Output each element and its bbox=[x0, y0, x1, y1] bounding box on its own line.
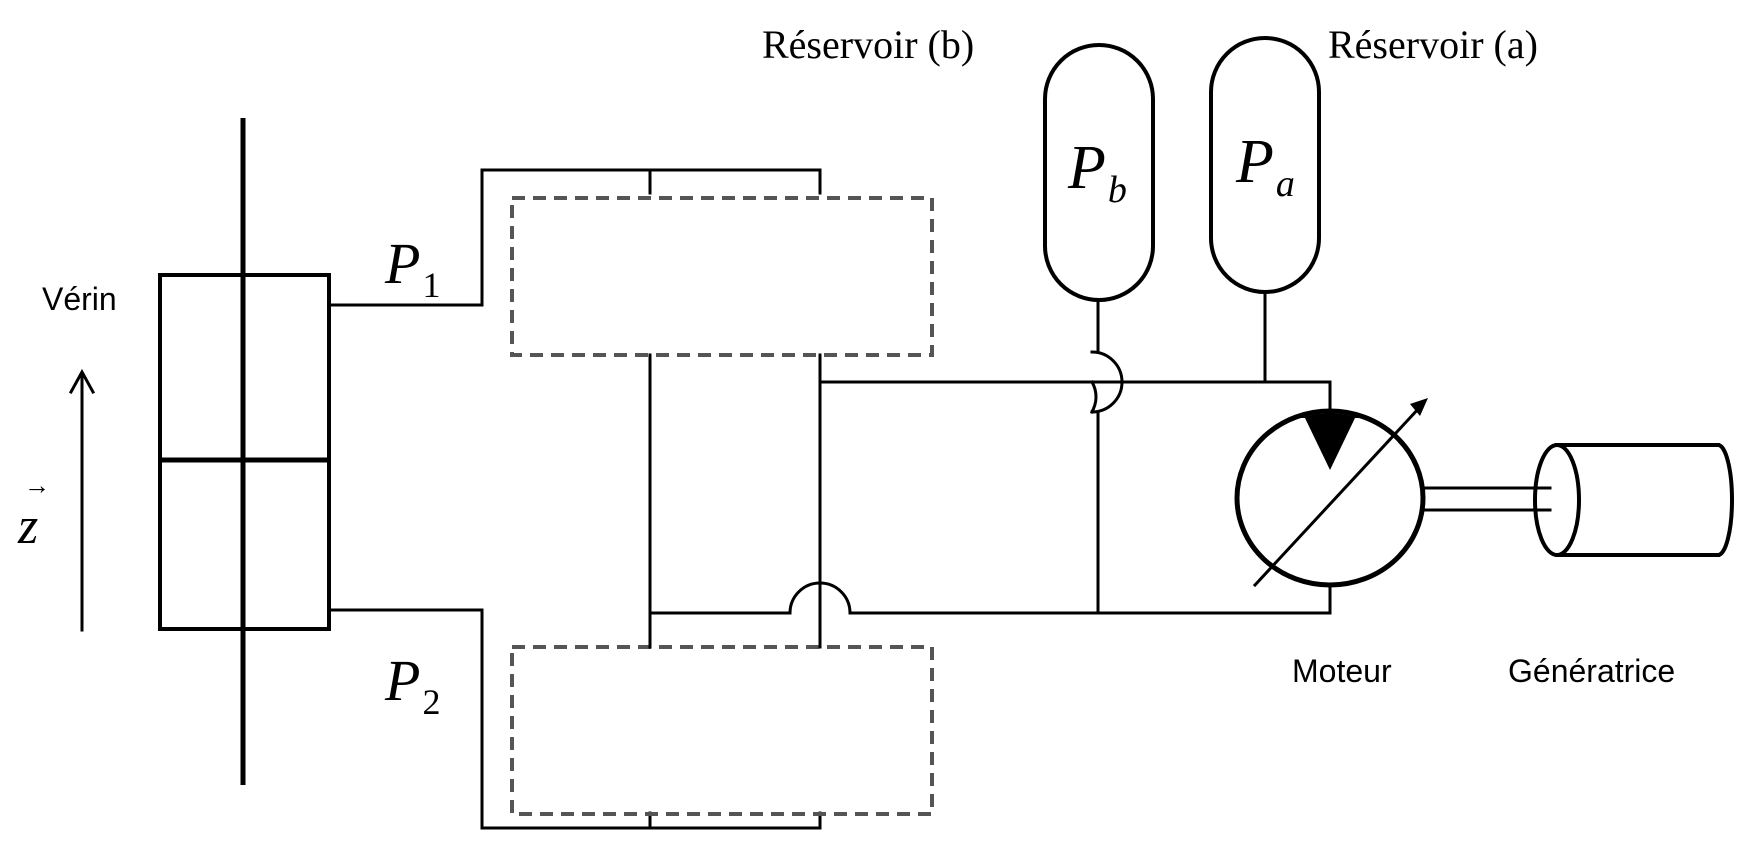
lower-valve-block bbox=[510, 645, 934, 816]
reservoir-b-tank bbox=[1043, 43, 1155, 302]
shaft bbox=[1421, 486, 1552, 512]
pb-label: Pb bbox=[1067, 134, 1127, 211]
motor-direction-triangle bbox=[1305, 418, 1355, 470]
z-axis-vector-arrow: → bbox=[24, 471, 50, 500]
p1-label: P1 bbox=[384, 231, 440, 305]
verin-label: Vérin bbox=[42, 281, 117, 317]
crossover-hop-top bbox=[1089, 379, 1098, 415]
circuit-lines bbox=[648, 290, 1332, 649]
variable-arrow-head bbox=[1410, 398, 1428, 416]
generator bbox=[1533, 442, 1734, 558]
p2-label: P2 bbox=[384, 648, 440, 722]
z-axis-label: z bbox=[17, 498, 38, 555]
lower-line bbox=[327, 608, 822, 830]
pa-label: Pa bbox=[1235, 128, 1295, 205]
z-axis-arrow bbox=[68, 368, 96, 632]
upper-valve-block bbox=[510, 196, 934, 357]
reservoir-a-label: Réservoir (a) bbox=[1328, 22, 1538, 67]
reservoir-a-tank bbox=[1209, 36, 1321, 294]
motor bbox=[1234, 398, 1428, 588]
upper-line bbox=[327, 168, 822, 307]
reservoir-b-label: Réservoir (b) bbox=[762, 22, 974, 67]
motor-label: Moteur bbox=[1292, 653, 1392, 689]
generator-label: Génératrice bbox=[1508, 653, 1675, 689]
crossover-hop-bottom bbox=[788, 581, 852, 615]
verin-cylinder bbox=[158, 118, 331, 785]
